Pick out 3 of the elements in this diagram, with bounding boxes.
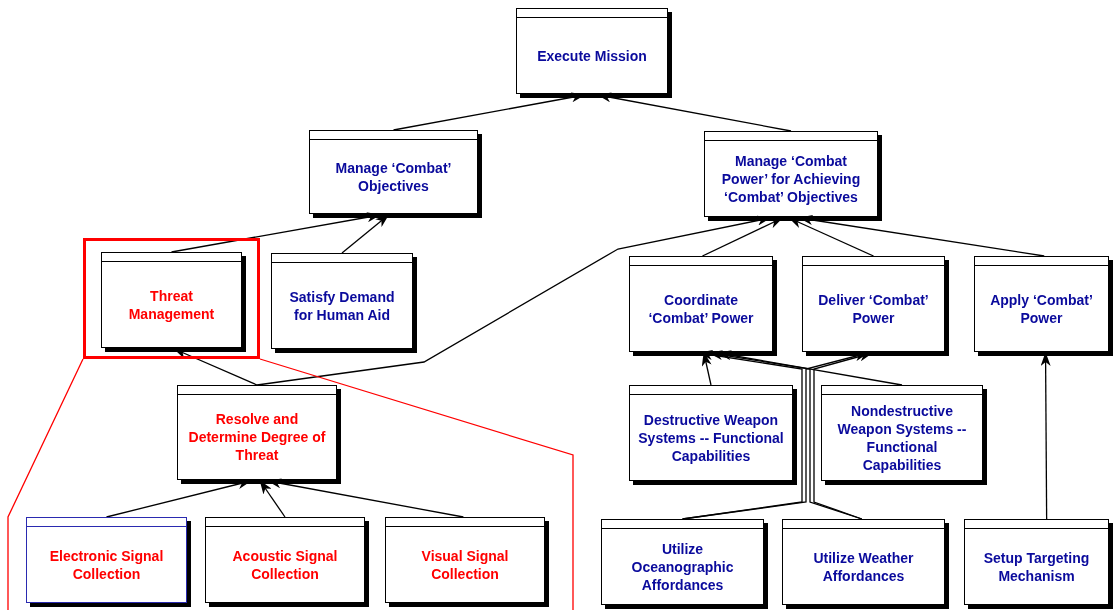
highlight-frame bbox=[83, 238, 260, 359]
zoom-guide-line bbox=[7, 358, 84, 610]
zoom-guide-line bbox=[259, 358, 574, 610]
